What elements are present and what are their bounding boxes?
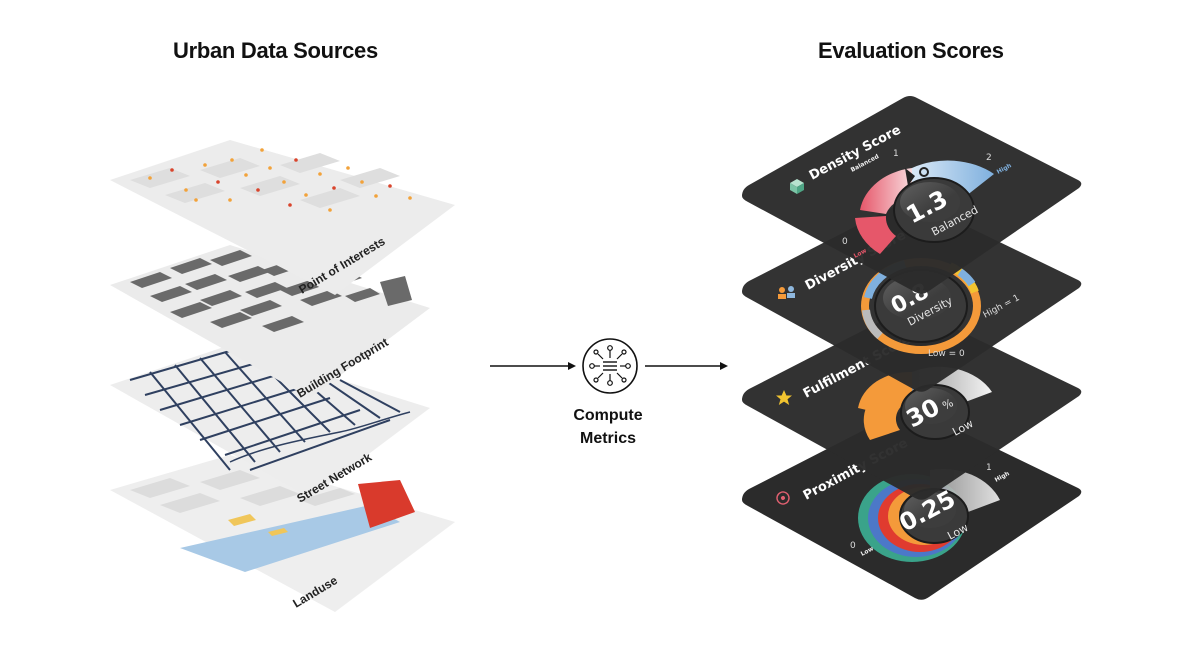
density-tick-left: 0 bbox=[842, 237, 848, 247]
compute-label-line2: Metrics bbox=[560, 427, 656, 450]
density-tick-right: 2 bbox=[986, 153, 992, 163]
arrow-out-head bbox=[720, 362, 728, 370]
arrow-in-head bbox=[568, 362, 576, 370]
diversity-tick-low: Low = 0 bbox=[928, 349, 965, 359]
compute-label-line1: Compute bbox=[560, 404, 656, 427]
proximity-tick-left: 0 bbox=[850, 541, 856, 551]
proximity-tick-right: 1 bbox=[986, 463, 992, 473]
compute-metrics-label: Compute Metrics bbox=[560, 404, 656, 450]
network-node-icon bbox=[583, 339, 637, 393]
density-tick-mid: 1 bbox=[893, 149, 899, 159]
